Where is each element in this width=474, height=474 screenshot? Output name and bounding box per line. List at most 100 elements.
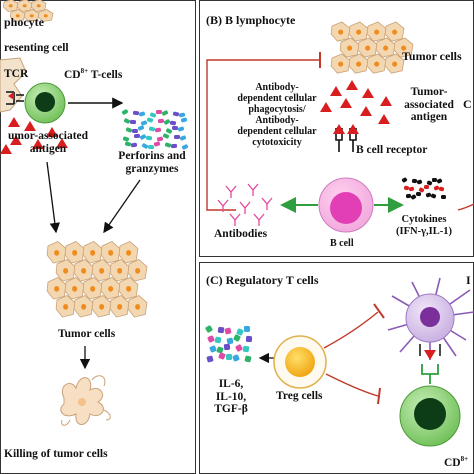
- granule: [233, 334, 241, 342]
- granule: [232, 354, 240, 362]
- granule: [140, 120, 148, 126]
- il-granules: [205, 325, 253, 363]
- tumor-nucleus: [72, 285, 78, 292]
- inhibit-line-cd8: [325, 373, 379, 397]
- granule: [216, 346, 224, 354]
- granule: [218, 352, 226, 360]
- apc-antigen: [8, 92, 14, 100]
- granule: [124, 141, 132, 147]
- bcr-label: B cell receptor: [356, 144, 428, 156]
- tumor-nucleus: [108, 285, 114, 292]
- granule: [147, 144, 155, 150]
- granule: [436, 178, 443, 184]
- bcr-antigen-2: [347, 124, 359, 134]
- granule: [245, 335, 253, 343]
- tumor-nucleus: [356, 29, 362, 35]
- granule: [207, 335, 215, 343]
- tumor-nucleus: [374, 29, 380, 35]
- granule: [153, 141, 161, 147]
- granule: [431, 177, 438, 183]
- granule: [138, 111, 146, 117]
- inhibit-line-dc: [323, 311, 379, 349]
- treg-label: Treg cells: [276, 390, 323, 402]
- granule: [423, 184, 430, 190]
- antibodies-label: Antibodies: [214, 228, 268, 240]
- antigen-cluster-b: [320, 80, 392, 124]
- granule: [405, 193, 412, 199]
- tumor-cells-a: [2, 0, 148, 318]
- granule: [410, 194, 417, 200]
- killing-label: Killing of tumor cells: [4, 448, 108, 460]
- arrow-perforin-to-tumor: [103, 179, 141, 234]
- cd8-label: CD8+ T-cells: [64, 67, 123, 81]
- il-label: IL-6,IL-10,TGF-β: [214, 378, 248, 416]
- tumor-nucleus: [54, 249, 60, 256]
- tumor-nucleus: [43, 14, 48, 18]
- apc-label: resenting cell: [4, 42, 69, 54]
- dendritic-cell: [387, 277, 474, 360]
- tumor-nucleus: [36, 4, 41, 8]
- tumor-nucleus: [126, 249, 132, 256]
- granule: [224, 327, 232, 335]
- granule: [141, 143, 149, 149]
- tumor-nucleus: [338, 29, 344, 35]
- granule: [146, 117, 154, 123]
- inhibit-bar-dc: [373, 303, 385, 319]
- granule: [403, 185, 410, 191]
- tumor-nucleus: [135, 303, 141, 310]
- tumor-nucleus: [374, 61, 380, 67]
- granule: [162, 133, 170, 139]
- granule: [130, 142, 138, 148]
- inhibit-line-b: [206, 59, 320, 211]
- panel-c-title: (C) Regulatory T cells: [206, 273, 319, 287]
- granule: [133, 133, 141, 139]
- tumor-nucleus: [54, 285, 60, 292]
- perforin-granules: [121, 109, 189, 150]
- tumor-nucleus: [117, 303, 123, 310]
- tumor-cells-label-a: Tumor cells: [58, 328, 116, 340]
- tumor-nucleus: [72, 249, 78, 256]
- granule: [148, 126, 156, 132]
- tumor-nucleus: [63, 267, 69, 274]
- granule: [236, 328, 244, 336]
- granule: [149, 112, 157, 118]
- granule: [172, 111, 180, 117]
- granule: [418, 187, 425, 193]
- tumor-nucleus: [392, 29, 398, 35]
- edge-label-b: I: [466, 273, 471, 287]
- antibodies-icons: [217, 183, 273, 226]
- granule: [401, 177, 408, 183]
- arrow-antigen-to-tumor: [46, 161, 60, 234]
- tumor-nucleus: [99, 303, 105, 310]
- granule: [209, 345, 217, 353]
- cytokine-edge-line: [457, 203, 474, 211]
- tumor-nucleus: [8, 4, 13, 8]
- inhibit-bar-cd8: [377, 387, 381, 405]
- granule: [145, 135, 153, 141]
- tumor-nucleus: [356, 61, 362, 67]
- treg-nucleus: [285, 347, 315, 377]
- granule: [125, 127, 133, 133]
- tumor-nucleus: [90, 249, 96, 256]
- granule: [206, 355, 214, 363]
- granule: [154, 127, 162, 133]
- granule: [416, 179, 423, 185]
- cytokines-label: Cytokines(IFN-γ,IL-1): [396, 214, 452, 237]
- granule: [139, 134, 147, 140]
- tumor-cells-label-b: Tumor cells: [402, 49, 462, 63]
- granule: [205, 325, 213, 333]
- mhc-tcr-synapse: [419, 344, 441, 384]
- tumor-nucleus: [90, 285, 96, 292]
- tumor-nucleus: [22, 4, 27, 8]
- tumor-nucleus: [81, 267, 87, 274]
- granule: [178, 112, 186, 118]
- granule: [169, 120, 177, 126]
- granule: [242, 345, 250, 353]
- tumor-nucleus: [99, 267, 105, 274]
- granule: [415, 191, 422, 197]
- tumor-nucleus: [29, 14, 34, 18]
